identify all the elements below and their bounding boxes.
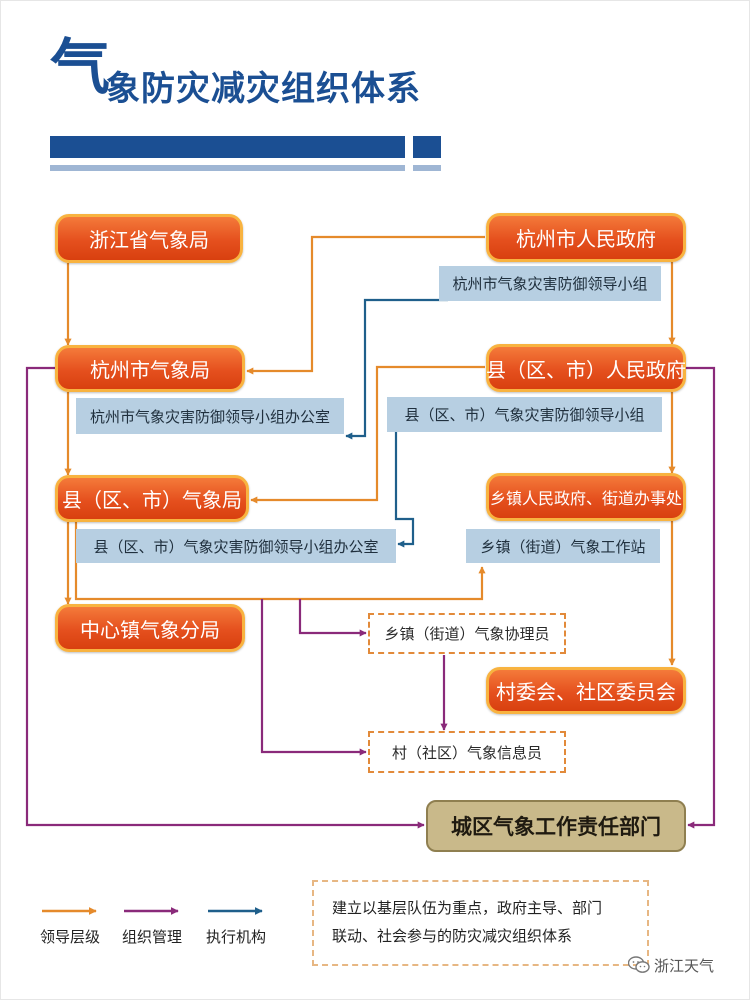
node-county-group: 县（区、市）气象灾害防御领导小组 bbox=[387, 397, 662, 432]
edge-hangzhou-gov-to-hangzhou-bureau bbox=[246, 235, 485, 375]
node-township-gov: 乡镇人民政府、街道办事处 bbox=[486, 473, 686, 521]
node-zhejiang-bureau: 浙江省气象局 bbox=[55, 214, 243, 263]
node-township-assistant: 乡镇（街道）气象协理员 bbox=[368, 613, 566, 654]
node-county-gov: 县（区、市）人民政府 bbox=[486, 344, 686, 392]
node-hangzhou-bureau: 杭州市气象局 bbox=[55, 345, 245, 392]
summary-note-line-1: 建立以基层队伍为重点，政府主导、部门 bbox=[332, 899, 603, 917]
node-central-town: 中心镇气象分局 bbox=[55, 604, 245, 652]
edge-county-bureau-to-township-assistant bbox=[298, 599, 367, 637]
node-village-committee: 村委会、社区委员会 bbox=[486, 667, 686, 714]
title-bar bbox=[50, 136, 405, 158]
node-village-informant: 村（社区）气象信息员 bbox=[368, 731, 566, 773]
summary-note: 建立以基层队伍为重点，政府主导、部门 联动、社会参与的防灾减灾组织体系 bbox=[312, 880, 649, 966]
title-underline bbox=[50, 165, 405, 171]
summary-note-line-2: 联动、社会参与的防灾减灾组织体系 bbox=[332, 927, 573, 945]
node-county-office: 县（区、市）气象灾害防御领导小组办公室 bbox=[76, 529, 396, 563]
wechat-icon bbox=[628, 956, 650, 973]
edge-hangzhou-bureau-to-urban-department bbox=[25, 366, 425, 829]
title-first-char: 气 bbox=[50, 33, 110, 103]
page-title: 象防灾减灾组织体系 bbox=[106, 69, 421, 109]
edge-hangzhou-group-to-hangzhou-office bbox=[345, 298, 448, 440]
edge-county-group-to-county-office bbox=[394, 430, 415, 548]
title-bar-short bbox=[413, 136, 441, 158]
node-county-bureau: 县（区、市）气象局 bbox=[55, 475, 249, 522]
brand-watermark: 浙江天气 bbox=[654, 957, 715, 975]
edge-county-bureau-to-village-informant bbox=[260, 599, 367, 756]
node-urban-department: 城区气象工作责任部门 bbox=[426, 800, 686, 852]
node-hangzhou-office: 杭州市气象灾害防御领导小组办公室 bbox=[76, 398, 344, 434]
node-hangzhou-group: 杭州市气象灾害防御领导小组 bbox=[439, 266, 661, 301]
node-hangzhou-gov: 杭州市人民政府 bbox=[486, 213, 686, 262]
node-township-station: 乡镇（街道）气象工作站 bbox=[466, 529, 660, 563]
legend-organization-label: 组织管理 bbox=[122, 928, 183, 946]
legend-leadership-label: 领导层级 bbox=[40, 928, 101, 946]
edge-county-gov-to-urban-department bbox=[686, 366, 716, 829]
edge-county-gov-to-county-bureau bbox=[250, 365, 485, 504]
title-underline-short bbox=[413, 165, 441, 171]
legend-execution-label: 执行机构 bbox=[206, 928, 267, 946]
